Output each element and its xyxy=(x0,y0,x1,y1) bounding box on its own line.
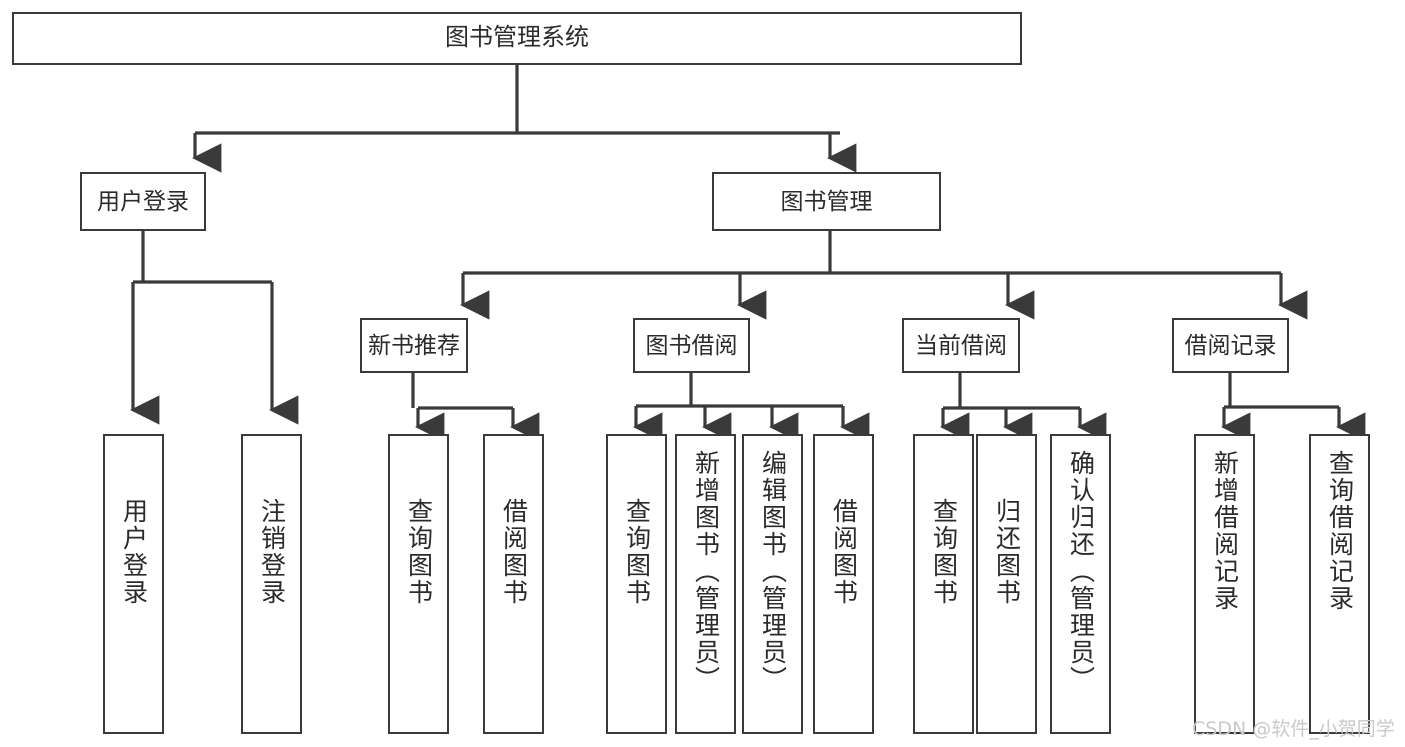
node-leaf-query-book-1[interactable]: 查询图书 xyxy=(388,434,449,734)
node-label: 借阅图书 xyxy=(499,498,528,606)
node-label: 图书管理 xyxy=(780,187,873,214)
node-label: 查询借阅记录 xyxy=(1325,450,1354,612)
node-leaf-user-login[interactable]: 用户登录 xyxy=(103,434,164,734)
node-label: 确认归还（管理员） xyxy=(1066,450,1095,693)
node-label: 借阅图书 xyxy=(829,498,858,606)
node-label: 查询图书 xyxy=(622,498,651,606)
node-label: 归还图书 xyxy=(992,498,1021,606)
node-label: 新增借阅记录 xyxy=(1210,450,1239,612)
node-leaf-query-book-3[interactable]: 查询图书 xyxy=(913,434,974,734)
node-label: 图书管理系统 xyxy=(445,24,589,52)
node-label: 查询图书 xyxy=(929,498,958,606)
node-leaf-add-book[interactable]: 新增图书（管理员） xyxy=(675,434,736,734)
node-new-book-recommend[interactable]: 新书推荐 xyxy=(360,318,468,373)
node-borrow-record[interactable]: 借阅记录 xyxy=(1172,318,1289,373)
node-label: 查询图书 xyxy=(404,498,433,606)
node-leaf-query-record[interactable]: 查询借阅记录 xyxy=(1309,434,1370,734)
node-leaf-confirm-return[interactable]: 确认归还（管理员） xyxy=(1050,434,1111,734)
csdn-watermark: CSDN @软件_小贺同学 xyxy=(1192,718,1395,740)
node-user-login[interactable]: 用户登录 xyxy=(80,172,206,231)
node-label: 编辑图书（管理员） xyxy=(758,450,787,693)
node-label: 新增图书（管理员） xyxy=(691,450,720,693)
node-label: 注销登录 xyxy=(257,498,286,606)
node-leaf-borrow-book-2[interactable]: 借阅图书 xyxy=(813,434,874,734)
node-label: 用户登录 xyxy=(119,498,148,606)
node-label: 新书推荐 xyxy=(368,331,460,358)
node-leaf-logout-login[interactable]: 注销登录 xyxy=(241,434,302,734)
node-label: 图书借阅 xyxy=(645,331,738,358)
node-leaf-return-book[interactable]: 归还图书 xyxy=(976,434,1037,734)
node-label: 当前借阅 xyxy=(915,331,1007,358)
node-leaf-query-book-2[interactable]: 查询图书 xyxy=(606,434,667,734)
node-leaf-borrow-book-1[interactable]: 借阅图书 xyxy=(483,434,544,734)
node-label: 用户登录 xyxy=(97,187,189,214)
node-leaf-add-record[interactable]: 新增借阅记录 xyxy=(1194,434,1255,734)
node-book-borrow[interactable]: 图书借阅 xyxy=(633,318,750,373)
node-leaf-edit-book[interactable]: 编辑图书（管理员） xyxy=(742,434,803,734)
node-current-borrow[interactable]: 当前借阅 xyxy=(902,318,1020,373)
node-label: 借阅记录 xyxy=(1184,331,1277,358)
node-book-management[interactable]: 图书管理 xyxy=(712,172,941,231)
node-root-system[interactable]: 图书管理系统 xyxy=(12,12,1022,65)
